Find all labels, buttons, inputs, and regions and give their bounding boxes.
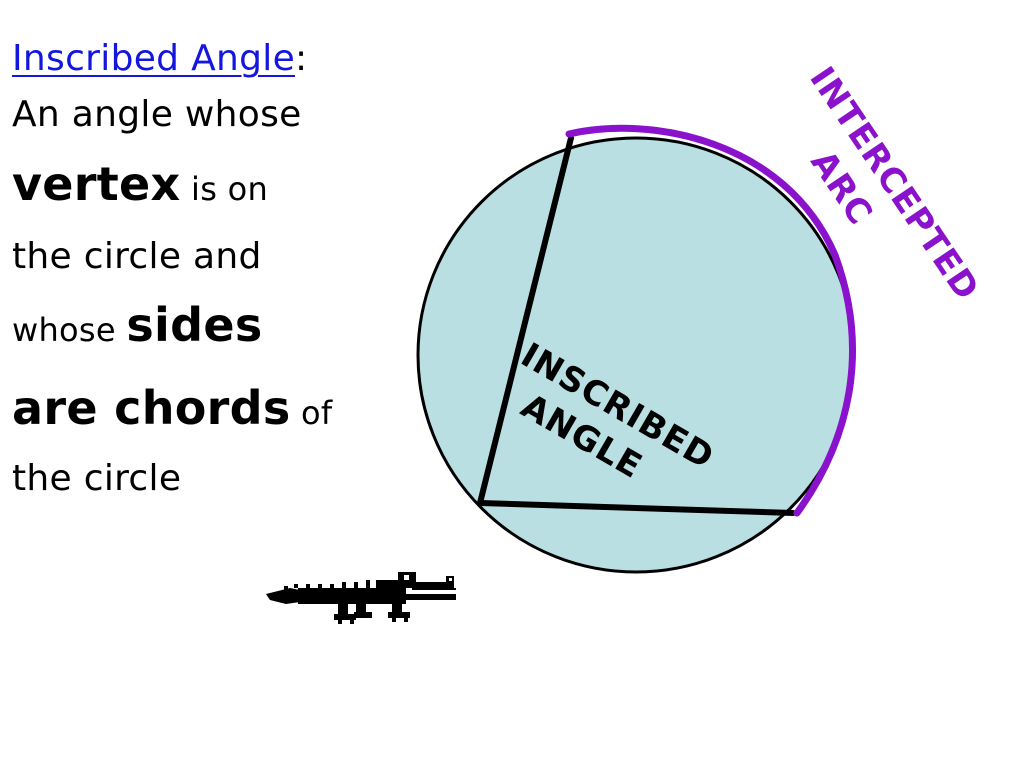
definition-line-5: are chords of	[12, 370, 422, 451]
definition-heading: Inscribed Angle:	[12, 32, 422, 86]
definition-line-1: An angle whose	[12, 94, 302, 135]
intercepted-arc	[565, 124, 856, 517]
definition-line-3: the circle and	[12, 236, 262, 277]
heading-colon: :	[295, 38, 308, 79]
definition-line-6: the circle	[12, 458, 182, 499]
definition-text: Inscribed Angle: An angle whose vertex i…	[12, 32, 422, 507]
alligator-icon	[266, 572, 456, 624]
chord-lower	[477, 500, 796, 516]
text-of: of	[290, 394, 333, 432]
text-is-on: is on	[180, 170, 269, 208]
word-whose: whose	[12, 311, 127, 349]
words-are-chords: are chords	[12, 381, 291, 435]
word-sides: sides	[126, 298, 263, 352]
chord-upper	[477, 135, 574, 506]
term-link[interactable]: Inscribed Angle	[12, 38, 296, 79]
definition-line-2: vertex is on	[12, 144, 422, 229]
word-vertex: vertex	[12, 157, 181, 211]
definition-line-4: whose sides	[12, 285, 422, 370]
